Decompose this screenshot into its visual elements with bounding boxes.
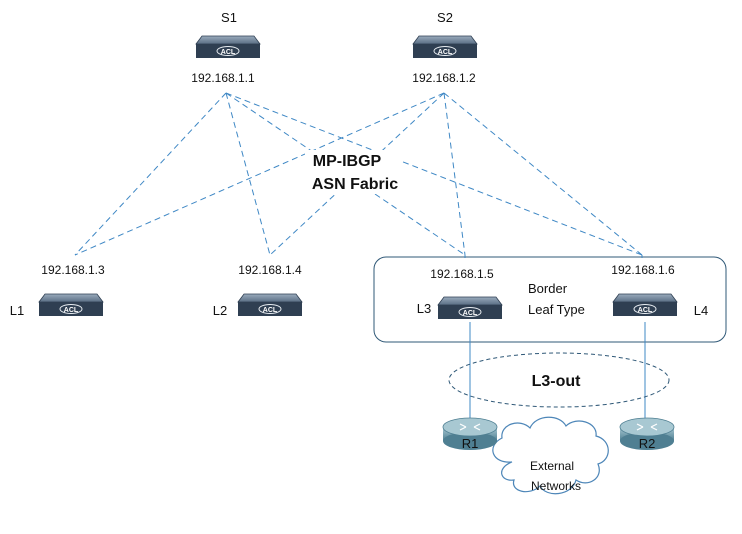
leaf-l4: 192.168.1.6 L4 ACL — [611, 263, 708, 318]
acl-icon-text: ACL — [438, 49, 453, 56]
border-leaf-line2: Leaf Type — [528, 302, 585, 317]
l4-name: L4 — [694, 303, 708, 318]
l3out-ellipse — [448, 352, 670, 408]
link-s1-l2 — [225, 92, 271, 256]
link-s1-l4 — [225, 92, 643, 256]
s2-ip: 192.168.1.2 — [412, 71, 476, 85]
cloud-icon: External Networks — [492, 416, 609, 495]
l2-ip: 192.168.1.4 — [238, 263, 302, 277]
router-icon — [442, 417, 498, 450]
link-s1-l1 — [74, 92, 227, 256]
acl-switch-icon: ACL — [38, 293, 104, 316]
acl-icon-text: ACL — [64, 307, 79, 314]
fabric-label-line1: MP-IBGP — [313, 153, 382, 170]
link-s2-l4 — [443, 92, 643, 256]
link-s2-l1 — [74, 92, 445, 256]
router-r2: R2 — [619, 417, 675, 451]
border-leaf-line1: Border — [528, 281, 568, 296]
l1-name: L1 — [10, 303, 24, 318]
acl-icon-text: ACL — [221, 49, 236, 56]
l4-ip: 192.168.1.6 — [611, 263, 675, 277]
router-r1: R1 — [442, 417, 498, 451]
s1-name: S1 — [221, 10, 237, 25]
l1-ip: 192.168.1.3 — [41, 263, 105, 277]
acl-switch-icon: ACL — [437, 296, 503, 319]
l2-name: L2 — [213, 303, 227, 318]
acl-icon-text: ACL — [463, 310, 478, 317]
acl-switch-icon: ACL — [412, 35, 478, 58]
external-networks-line1: External — [530, 459, 574, 473]
spine-s2: S2 ACL 192.168.1.2 — [412, 10, 478, 85]
leaf-l2: 192.168.1.4 L2 ACL — [213, 263, 303, 318]
acl-switch-icon: ACL — [612, 293, 678, 316]
l3-ip: 192.168.1.5 — [430, 267, 494, 281]
acl-icon-text: ACL — [638, 307, 653, 314]
leaf-l1: 192.168.1.3 L1 ACL — [10, 263, 105, 318]
leaf-l3: 192.168.1.5 L3 ACL — [417, 267, 503, 319]
external-networks-line2: Networks — [531, 479, 581, 493]
fabric-label-line2: ASN Fabric — [312, 176, 398, 193]
s1-ip: 192.168.1.1 — [191, 71, 255, 85]
border-leaf-group — [373, 256, 727, 343]
link-s2-l3 — [443, 92, 466, 256]
acl-icon-text: ACL — [263, 307, 278, 314]
fabric-links-inner — [464, 255, 643, 258]
l3out-label: L3-out — [532, 373, 582, 390]
s2-name: S2 — [437, 10, 453, 25]
spine-s1: S1 ACL 192.168.1.1 — [191, 10, 261, 85]
acl-switch-icon: ACL — [195, 35, 261, 58]
acl-switch-icon: ACL — [237, 293, 303, 316]
l3-name: L3 — [417, 301, 431, 316]
r1-name: R1 — [462, 436, 479, 451]
fabric-label-bg — [305, 150, 401, 194]
router-icon — [619, 417, 675, 450]
r2-name: R2 — [639, 436, 656, 451]
